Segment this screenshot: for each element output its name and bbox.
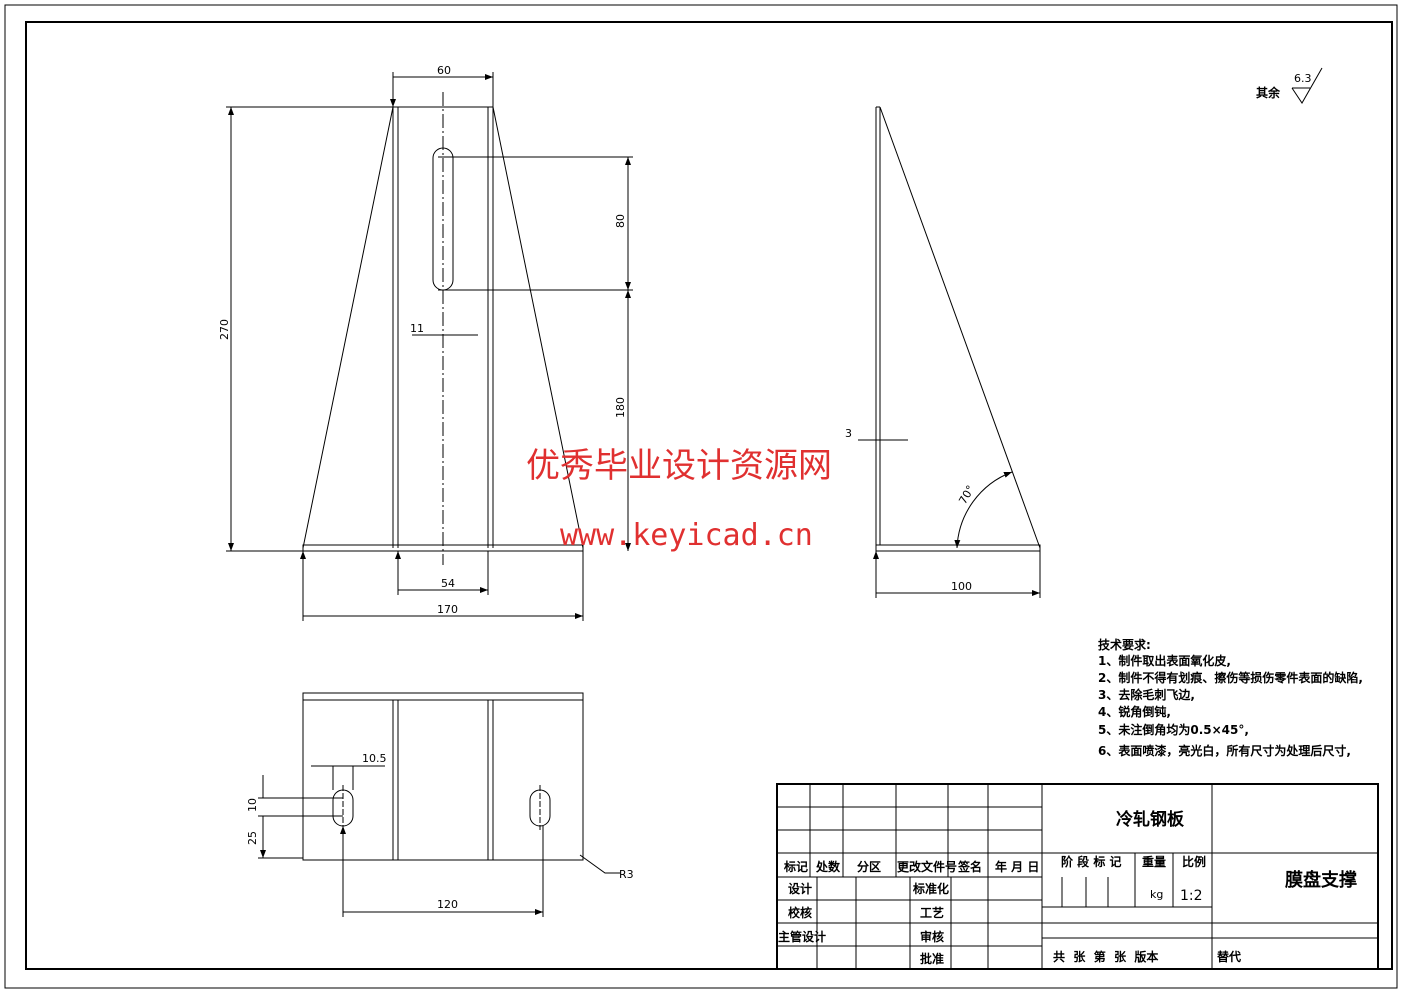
svg-text:80: 80 (614, 214, 627, 228)
svg-text:工艺: 工艺 (920, 905, 944, 920)
svg-text:更改文件号: 更改文件号 (897, 859, 957, 874)
svg-text:10.5: 10.5 (362, 752, 387, 765)
svg-text:主管设计: 主管设计 (778, 929, 826, 944)
svg-text:处数: 处数 (815, 859, 841, 874)
svg-text:6、表面喷漆，亮光白，所有尺寸为处理后尺寸,: 6、表面喷漆，亮光白，所有尺寸为处理后尺寸, (1098, 743, 1351, 758)
svg-text:膜盘支撑: 膜盘支撑 (1284, 869, 1357, 891)
svg-text:校核: 校核 (788, 905, 812, 920)
svg-text:120: 120 (437, 898, 458, 911)
technical-requirements: 技术要求: 1、制件取出表面氧化皮, 2、制件不得有划痕、擦伤等损伤零件表面的缺… (1098, 637, 1363, 758)
svg-text:3、去除毛刺飞边,: 3、去除毛刺飞边, (1098, 687, 1195, 702)
title-block: 冷轧钢板 膜盘支撑 标记 处数 分区 更改文件号 签名 年 月 日 设计 校核 … (776, 783, 1379, 970)
svg-text:4、锐角倒钝,: 4、锐角倒钝, (1098, 704, 1171, 719)
bottom-view: 10.5 10 25 120 R3 (246, 692, 634, 917)
svg-text:共 张 第 张 版本: 共 张 第 张 版本 (1053, 949, 1158, 964)
svg-text:170: 170 (437, 603, 458, 616)
svg-text:其余: 其余 (1256, 85, 1281, 100)
svg-text:审核: 审核 (920, 929, 944, 944)
svg-text:批准: 批准 (920, 951, 944, 966)
outer-border (4, 4, 1398, 989)
svg-text:年 月 日: 年 月 日 (995, 859, 1039, 874)
watermark-title: 优秀毕业设计资源网 (526, 446, 832, 486)
svg-text:3: 3 (845, 427, 852, 440)
svg-text:设计: 设计 (788, 881, 812, 896)
svg-text:R3: R3 (619, 868, 634, 881)
svg-text:重量: 重量 (1142, 854, 1166, 869)
svg-text:比例: 比例 (1182, 854, 1206, 869)
svg-text:270: 270 (218, 319, 231, 340)
svg-text:60: 60 (437, 64, 451, 77)
svg-text:180: 180 (614, 397, 627, 418)
svg-text:25: 25 (246, 831, 259, 845)
svg-text:分区: 分区 (857, 859, 881, 874)
svg-text:1、制件取出表面氧化皮,: 1、制件取出表面氧化皮, (1098, 653, 1231, 668)
inner-frame (25, 21, 1393, 970)
svg-text:5、未注倒角均为0.5×45°,: 5、未注倒角均为0.5×45°, (1098, 722, 1249, 737)
surface-roughness-note: 其余 6.3 (1256, 67, 1323, 104)
svg-text:技术要求:: 技术要求: (1098, 637, 1151, 652)
watermark-url[interactable]: www.keyicad.cn (560, 518, 813, 553)
svg-text:标记: 标记 (783, 859, 808, 874)
svg-text:冷轧钢板: 冷轧钢板 (1116, 809, 1185, 830)
svg-text:签名: 签名 (957, 859, 982, 874)
svg-text:100: 100 (951, 580, 972, 593)
svg-text:10: 10 (246, 798, 259, 812)
svg-text:标准化: 标准化 (912, 881, 949, 896)
svg-text:70°: 70° (956, 483, 977, 506)
svg-text:1:2: 1:2 (1180, 888, 1203, 904)
svg-text:2、制件不得有划痕、擦伤等损伤零件表面的缺陷,: 2、制件不得有划痕、擦伤等损伤零件表面的缺陷, (1098, 670, 1363, 685)
svg-text:阶 段 标 记: 阶 段 标 记 (1061, 854, 1122, 869)
svg-text:11: 11 (410, 322, 424, 335)
svg-text:替代: 替代 (1217, 949, 1241, 964)
side-view: 3 70° 100 (845, 106, 1040, 598)
svg-text:6.3: 6.3 (1294, 72, 1312, 85)
front-view: 60 270 80 180 11 54 170 (218, 64, 633, 621)
svg-text:54: 54 (441, 577, 455, 590)
svg-text:kg: kg (1150, 888, 1163, 901)
